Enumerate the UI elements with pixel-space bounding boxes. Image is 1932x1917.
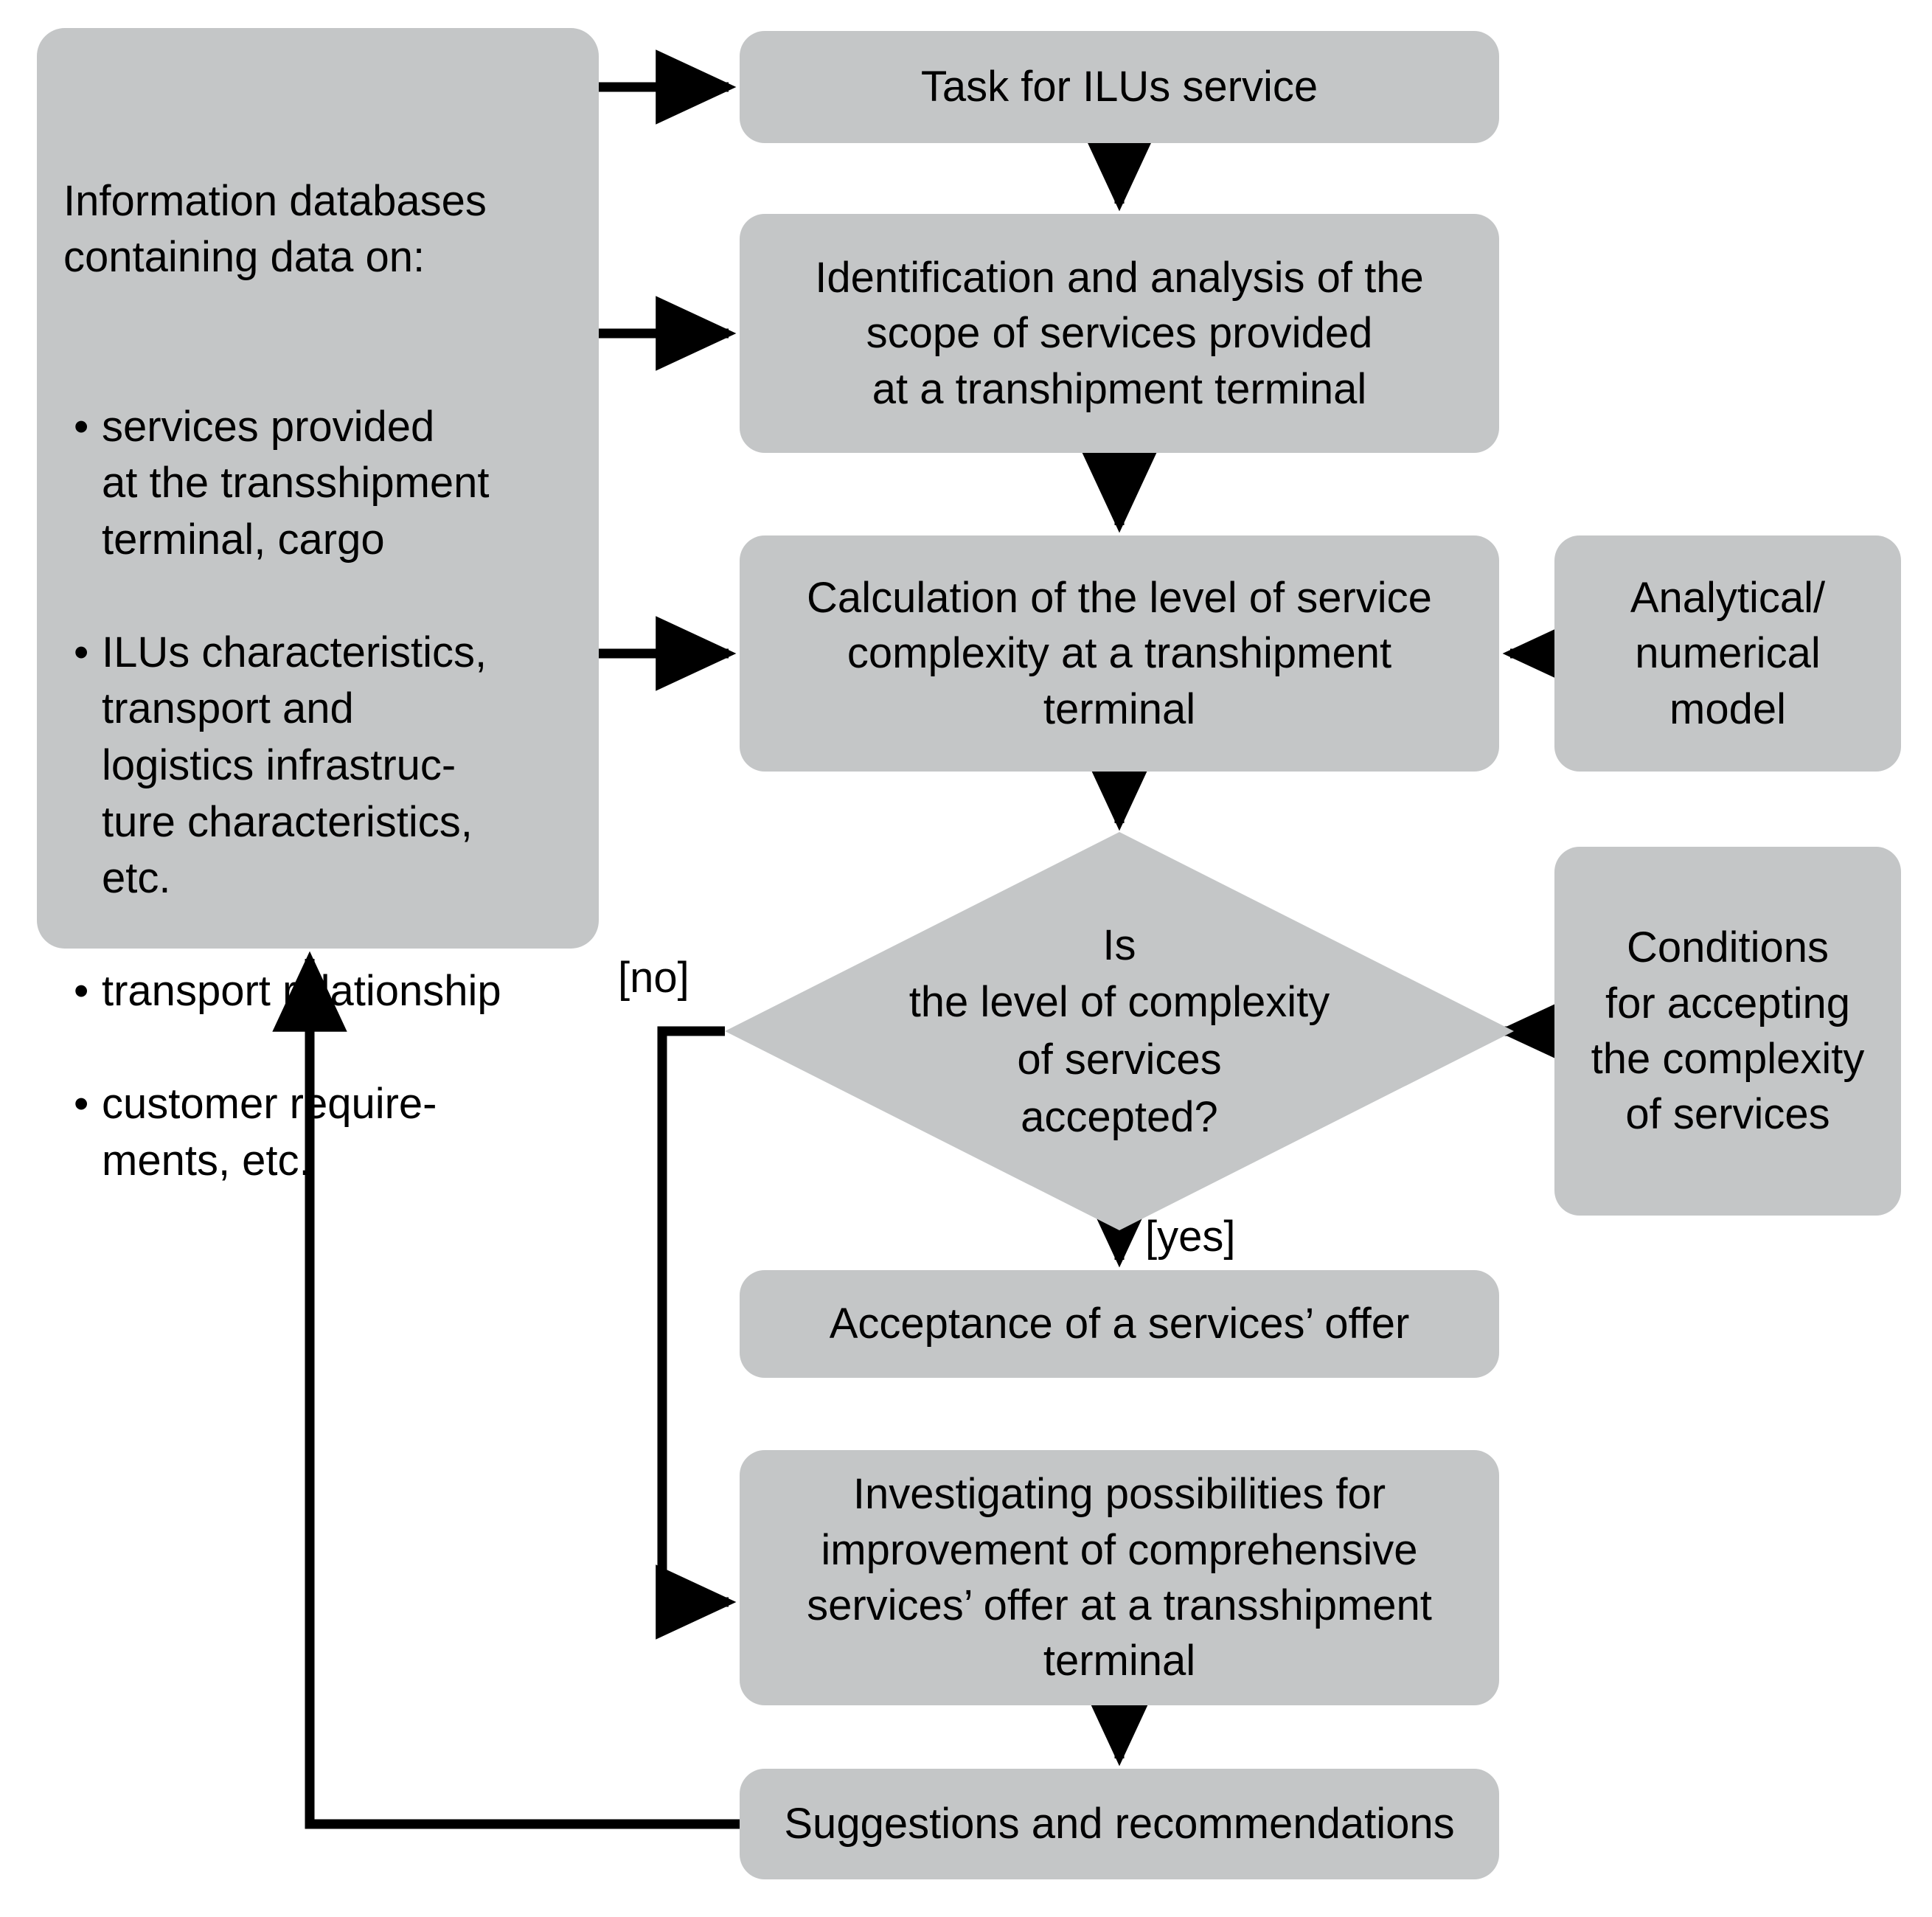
node-calculation-of-service-complexity[interactable]: Calculation of the level of service comp… [740,535,1499,772]
node-analytical-numerical-model[interactable]: Analytical/ numerical model [1554,535,1901,772]
node-conditions-for-accepting[interactable]: Conditions for accepting the complexity … [1554,847,1901,1216]
database-bullet-list: services provided at the transshipment t… [63,342,580,1246]
edge-label-no: [no] [618,954,689,1002]
database-bullet-item: customer require- ments, etc. [63,1076,580,1189]
database-title: Information databases containing data on… [63,176,487,282]
node-task-for-ilus-service[interactable]: Task for ILUs service [740,31,1499,143]
edge-decision-no-to-investigating [656,1026,737,1640]
node-investigating-possibilities[interactable]: Investigating possibilities for improvem… [740,1450,1499,1705]
node-decision-complexity-accepted[interactable]: Is the level of complexity of services a… [725,832,1514,1230]
node-identification-and-analysis[interactable]: Identification and analysis of the scope… [740,214,1499,453]
database-content: Information databases containing data on… [63,117,580,1302]
decision-label: Is the level of complexity of services a… [908,921,1330,1141]
database-bullet-item: services provided at the transshipment t… [63,399,580,569]
node-acceptance-of-services-offer[interactable]: Acceptance of a services’ offer [740,1270,1499,1378]
edge-label-yes: [yes] [1145,1213,1236,1261]
database-bullet-item: transport relationship [63,963,580,1020]
database-bullet-item: ILUs characteristics, transport and logi… [63,625,580,907]
node-suggestions-and-recommendations[interactable]: Suggestions and recommendations [740,1769,1499,1879]
node-information-databases[interactable]: Information databases containing data on… [37,28,599,1185]
